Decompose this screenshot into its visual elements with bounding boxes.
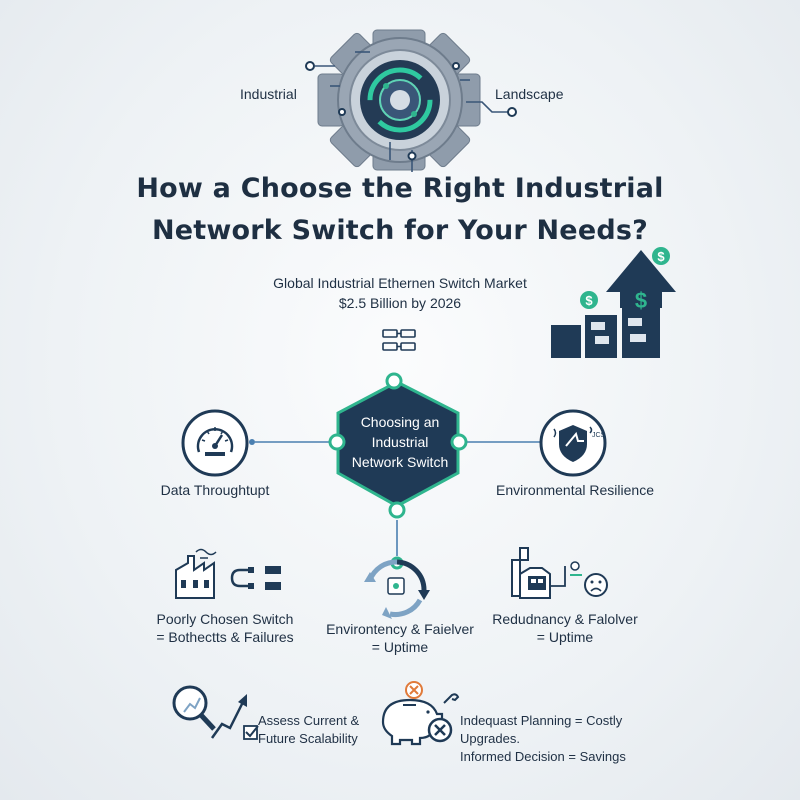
refresh-cycle-icon [364,556,430,619]
middle-center-line-2: = Uptime [371,639,429,655]
hub-label: Choosing an Industrial Network Switch [335,412,465,472]
middle-center-label: Environtency & Faielver = Uptime [310,620,490,656]
node-left-label: Data Throughtupt [160,482,270,498]
scalability-icon [172,685,259,740]
gear-right-label: Landscape [495,86,564,102]
dollar-sign-3: $ [635,288,647,313]
speedometer-icon [181,409,249,477]
node-right-label: Environmental Resilience [496,482,654,498]
hub-hexagon [328,372,468,519]
title-line-2: Network Switch for Your Needs? [151,215,648,246]
middle-left-line-1: Poorly Chosen Switch [156,611,294,627]
bottom-left-line-2: Future Scalability [258,731,358,746]
market-value: $2.5 Billion by 2026 [338,295,462,311]
dollar-sign-1: $ [585,293,593,308]
middle-right-label: Redudnancy & Falolver = Uptime [480,610,650,646]
page-title: How a Choose the Right Industrial Networ… [0,168,800,252]
hub-line-3: Network Switch [351,454,449,470]
market-label: Global Industrial Ethernen Switch Market [273,275,527,291]
gear-left-label: Industrial [240,86,297,102]
network-icon [382,329,416,351]
dollar-sign-2: $ [657,249,665,264]
market-stat: Global Industrial Ethernen Switch Market… [230,273,570,313]
middle-left-line-2: = Bothectts & Failures [156,629,294,645]
bottom-left-label: Assess Current & Future Scalability [258,712,368,748]
gear-icon [305,29,517,172]
savings-icon [381,681,460,746]
shield-icon: JCS [539,409,607,477]
bottom-right-line-1: Indequast Planning = Costly Upgrades. [460,713,623,746]
bottom-right-label: Indequast Planning = Costly Upgrades. In… [460,712,680,766]
hub-line-2: Industrial [371,434,429,450]
factory-icon [175,548,281,599]
shield-text: JCS [592,432,606,439]
middle-center-line-1: Environtency & Faielver [326,621,474,637]
title-line-1: How a Choose the Right Industrial [136,173,664,204]
bottom-right-line-2: Informed Decision = Savings [460,749,626,764]
growth-chart-icon: $ $ $ [551,247,676,358]
bottom-left-line-1: Assess Current & [258,713,360,728]
hub-line-1: Choosing an [360,414,440,430]
middle-left-label: Poorly Chosen Switch = Bothectts & Failu… [140,610,310,646]
middle-right-line-1: Redudnancy & Falolver [492,611,638,627]
middle-right-line-2: = Uptime [536,629,594,645]
plant-failure-icon [511,547,608,599]
